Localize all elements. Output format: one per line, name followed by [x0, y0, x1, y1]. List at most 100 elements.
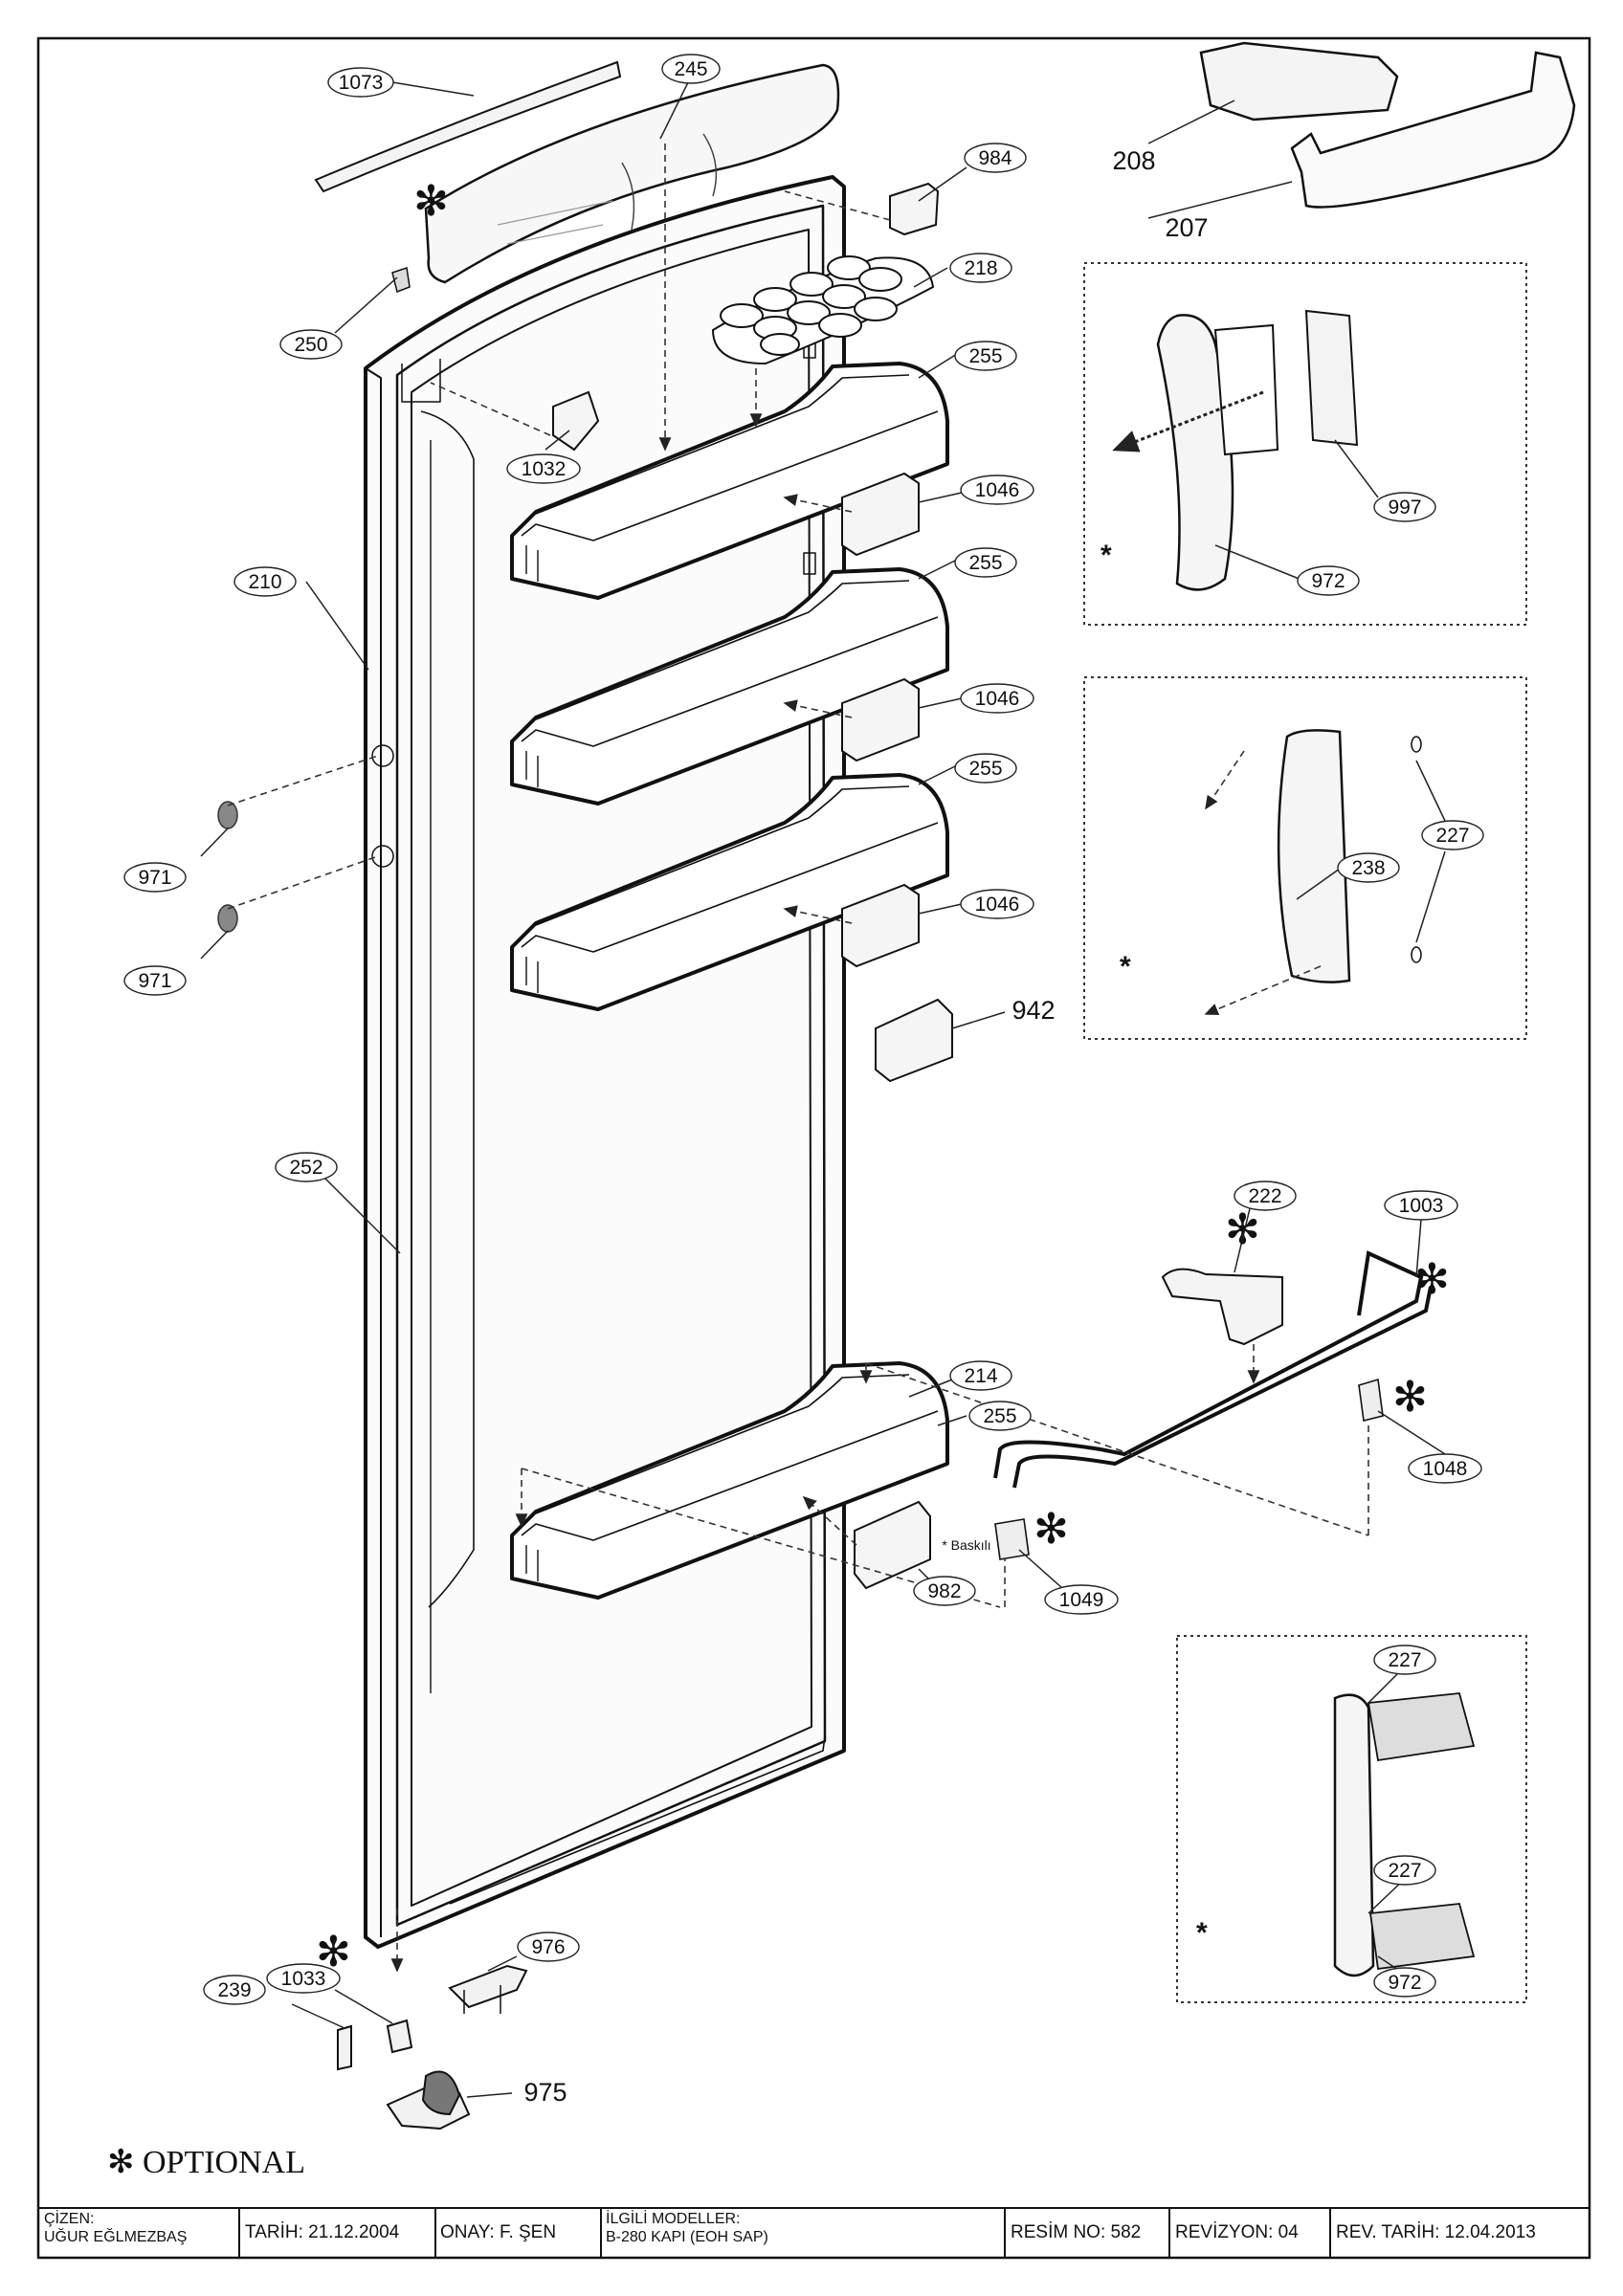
title-block-grid: [38, 2207, 1590, 2258]
svg-text:1048: 1048: [1423, 1458, 1468, 1480]
svg-text:227: 227: [1388, 1860, 1421, 1882]
label-984: 984: [964, 143, 1027, 173]
svg-text:✻: ✻: [1414, 1256, 1450, 1303]
svg-text:1046: 1046: [975, 688, 1020, 710]
svg-text:*: *: [1101, 540, 1112, 571]
revision-cell: REVİZYON: 04: [1175, 2222, 1299, 2242]
approval-cell: ONAY: F. ŞEN: [440, 2222, 557, 2242]
models-value: B-280 KAPI (EOH SAP): [606, 2229, 768, 2245]
label-250: 250: [279, 329, 343, 360]
svg-text:942: 942: [1012, 996, 1055, 1025]
svg-text:250: 250: [294, 334, 327, 356]
svg-text:✻: ✻: [1225, 1206, 1260, 1253]
drawn-by-name: UĞUR EĞLMEZBAŞ: [44, 2229, 188, 2245]
label-255-d: 255: [968, 1401, 1032, 1431]
label-942: 942: [1012, 996, 1055, 1025]
svg-text:✻: ✻: [413, 178, 449, 225]
label-1033: 1033: [266, 1963, 341, 1994]
revision-date-cell: REV. TARİH: 12.04.2013: [1336, 2222, 1536, 2242]
label-208: 208: [1112, 146, 1155, 175]
svg-text:971: 971: [138, 970, 171, 992]
svg-text:1046: 1046: [975, 479, 1020, 501]
drawing-number-cell: RESİM NO: 582: [1011, 2222, 1142, 2242]
label-971-b: 971: [123, 965, 187, 996]
svg-text:971: 971: [138, 867, 171, 889]
svg-text:255: 255: [968, 758, 1002, 780]
svg-text:1073: 1073: [339, 72, 384, 94]
svg-text:972: 972: [1311, 570, 1345, 592]
svg-text:252: 252: [289, 1157, 322, 1179]
svg-text:984: 984: [978, 147, 1012, 169]
svg-text:208: 208: [1112, 146, 1155, 175]
bottom-hinge-parts: [337, 1964, 528, 2130]
models-label: İLGİLİ MODELLER:: [606, 2211, 741, 2227]
svg-text:255: 255: [968, 345, 1002, 367]
svg-text:✻: ✻: [1034, 1506, 1069, 1553]
label-1049: 1049: [1044, 1584, 1119, 1615]
label-1003: 1003: [1384, 1190, 1458, 1221]
drawing-frame: [36, 36, 1591, 2260]
label-227-b: 227: [1373, 1645, 1436, 1675]
label-975: 975: [523, 2078, 567, 2107]
label-997: 997: [1373, 492, 1436, 522]
egg-tray-218: [711, 255, 935, 365]
label-1046-c: 1046: [960, 889, 1034, 919]
leader-lines: [200, 76, 1446, 2098]
shelf-207: [1290, 51, 1576, 209]
svg-text:227: 227: [1388, 1649, 1421, 1671]
label-227-a: 227: [1421, 820, 1484, 850]
svg-text:982: 982: [927, 1580, 961, 1602]
option-box-handle-238: [1083, 676, 1527, 1040]
svg-text:1049: 1049: [1059, 1589, 1104, 1611]
svg-text:245: 245: [674, 58, 707, 80]
svg-text:*: *: [1196, 1917, 1208, 1949]
label-227-c: 227: [1373, 1855, 1436, 1886]
label-972-b: 972: [1373, 1967, 1436, 1998]
label-238: 238: [1337, 852, 1400, 883]
svg-text:210: 210: [248, 571, 281, 593]
option-box-handle-972: [1083, 262, 1527, 626]
label-1073: 1073: [327, 67, 394, 98]
svg-text:255: 255: [983, 1405, 1016, 1427]
top-cover-245: [424, 63, 840, 284]
svg-text:976: 976: [531, 1936, 565, 1958]
svg-text:227: 227: [1435, 825, 1469, 847]
optional-asterisks: ✻ ✻ ✻ ✻ ✻ ✻: [316, 178, 1450, 1976]
label-222: 222: [1234, 1181, 1297, 1211]
label-1032: 1032: [506, 453, 581, 484]
svg-text:1046: 1046: [975, 894, 1020, 916]
label-1046-b: 1046: [960, 683, 1034, 714]
label-252: 252: [275, 1152, 338, 1182]
option-box-handle-972-b: [1176, 1635, 1527, 2003]
label-239: 239: [203, 1975, 266, 2005]
svg-text:1032: 1032: [522, 458, 567, 480]
svg-text:255: 255: [968, 552, 1002, 574]
label-255-b: 255: [954, 547, 1017, 578]
label-214: 214: [949, 1360, 1012, 1391]
svg-text:214: 214: [964, 1365, 997, 1387]
label-982: 982: [913, 1576, 976, 1606]
label-218: 218: [949, 253, 1012, 283]
drawn-by-label: ÇİZEN:: [44, 2211, 95, 2227]
optional-note: ✻ OPTIONAL: [107, 2145, 305, 2180]
label-255-a: 255: [954, 341, 1017, 371]
label-245: 245: [661, 54, 721, 84]
cover-208: [1199, 41, 1399, 121]
svg-text:* Baskılı: * Baskılı: [942, 1537, 990, 1553]
label-982-note: * Baskılı: [942, 1537, 990, 1553]
label-207: 207: [1165, 213, 1208, 242]
button-971-b: [217, 904, 238, 933]
label-971-a: 971: [123, 862, 187, 893]
svg-text:238: 238: [1351, 857, 1385, 879]
label-1046-a: 1046: [960, 475, 1034, 505]
svg-text:972: 972: [1388, 1972, 1421, 1994]
svg-text:207: 207: [1165, 213, 1208, 242]
label-1048: 1048: [1408, 1453, 1482, 1484]
door-shelves-255: [510, 362, 949, 1600]
bar-1003: [993, 1250, 1433, 1489]
top-profile-1073: [314, 60, 622, 193]
label-255-c: 255: [954, 753, 1017, 784]
svg-text:239: 239: [217, 1979, 251, 2001]
part-number-labels: 1073 245 984 218 250 255 1032 1046 255 2…: [123, 54, 1484, 2107]
button-971-a: [217, 801, 238, 829]
